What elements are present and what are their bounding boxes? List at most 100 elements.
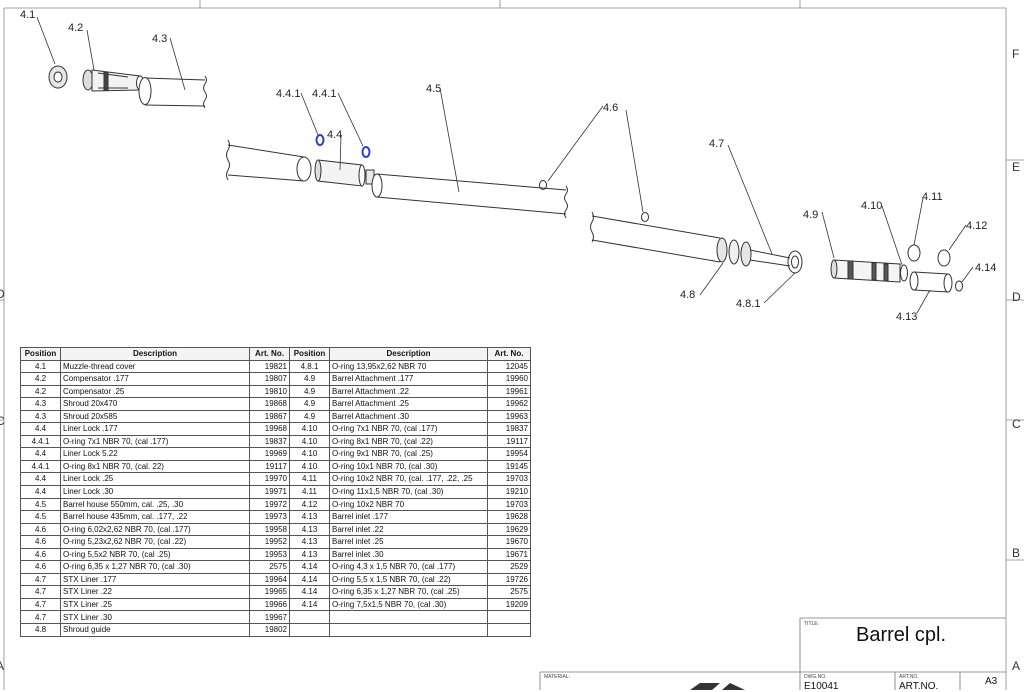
cell-art-no: 19726 — [487, 572, 531, 587]
callout-4-1: 4.1 — [20, 9, 35, 21]
part-o-ring-4-14 — [955, 280, 963, 292]
zone-label-f: F — [1012, 47, 1019, 61]
cell-description: STX Liner .22 — [60, 585, 250, 599]
dwg-no-value: E10041 — [804, 681, 839, 692]
callout-4-8: 4.8 — [680, 289, 695, 301]
cell-art-no: 19703 — [487, 497, 531, 512]
cell-description: Liner Lock .177 — [60, 422, 250, 436]
cell-art-no: 19117 — [249, 459, 290, 474]
cell-position: 4.13 — [289, 547, 330, 562]
callout-4-10: 4.10 — [861, 200, 882, 212]
zone-label-d: D — [1012, 290, 1021, 304]
cell-art-no: 19867 — [249, 409, 290, 424]
part-barrel-house — [371, 173, 568, 219]
cell-art-no: 19210 — [487, 485, 531, 499]
cell-description: Barrel Attachment .30 — [329, 409, 488, 424]
cell-art-no: 19868 — [249, 397, 290, 411]
cell-art-no: 19837 — [249, 434, 290, 449]
cell-description: O-ring 7x1 NBR 70, (cal .177) — [60, 434, 250, 449]
header-position-2: Position — [289, 347, 330, 361]
callout-4-11: 4.11 — [922, 191, 943, 203]
header-art-no: Art. No. — [249, 347, 290, 361]
cell-description: O-ring 6,35 x 1,27 NBR 70, (cal .25) — [329, 585, 488, 599]
zone-label-b: B — [1012, 546, 1020, 560]
cell-position: 4.8.1 — [289, 359, 330, 374]
cell-art-no: 19628 — [487, 510, 531, 524]
cell-description: Barrel inlet .177 — [329, 510, 488, 524]
cell-position: 4.4 — [20, 447, 61, 461]
cell-art-no — [487, 610, 531, 625]
cell-art-no: 19117 — [487, 434, 531, 449]
cell-description: Barrel Attachment .177 — [329, 372, 488, 386]
part-barrel-section — [590, 211, 721, 263]
cell-position: 4.11 — [289, 485, 330, 499]
cell-position: 4.6 — [20, 547, 61, 562]
cell-position: 4.4 — [20, 485, 61, 499]
cell-position: 4.12 — [289, 497, 330, 512]
part-o-ring-4-6-a — [539, 180, 547, 190]
dwg-no-label: DWG.NO. — [804, 674, 827, 680]
zone-label-a: A — [1012, 659, 1020, 673]
zone-label-e: E — [1012, 160, 1020, 174]
cell-art-no — [487, 623, 531, 637]
callout-4-12: 4.12 — [966, 220, 987, 232]
cell-art-no: 19671 — [487, 547, 531, 562]
cell-description: O-ring 5,5x2 NBR 70, (cal .25) — [60, 547, 250, 562]
cell-art-no: 19967 — [249, 610, 290, 625]
cell-position: 4.10 — [289, 434, 330, 449]
callout-4-8-1: 4.8.1 — [736, 298, 760, 310]
part-o-ring-4-8-1 — [787, 250, 803, 274]
callout-4-7: 4.7 — [709, 138, 724, 150]
cell-position: 4.6 — [20, 535, 61, 549]
cell-description: O-ring 11x1,5 NBR 70, (cal .30) — [329, 485, 488, 499]
callout-4-3: 4.3 — [152, 33, 167, 45]
zone-label-left-c: C — [0, 414, 5, 428]
cell-art-no: 19145 — [487, 459, 531, 474]
cell-position: 4.4.1 — [20, 459, 61, 474]
cell-position: 4.9 — [289, 384, 330, 399]
cell-description: Barrel Attachment .22 — [329, 384, 488, 399]
cell-position: 4.7 — [20, 572, 61, 587]
cell-position: 4.10 — [289, 422, 330, 436]
callout-4-4-1-b: 4.4.1 — [312, 88, 336, 100]
cell-art-no: 19961 — [487, 384, 531, 399]
part-o-ring-4-4-1-b — [361, 146, 371, 158]
cell-position: 4.14 — [289, 560, 330, 574]
cell-description: Shroud 20x470 — [60, 397, 250, 411]
header-description-2: Description — [329, 347, 488, 361]
cell-description: Compensator .177 — [60, 372, 250, 386]
cell-description — [329, 610, 488, 625]
callout-4-9: 4.9 — [803, 209, 818, 221]
cell-description: Barrel Attachment .25 — [329, 397, 488, 411]
cell-position: 4.14 — [289, 572, 330, 587]
cell-art-no: 12045 — [487, 359, 531, 374]
header-art-no-2: Art. No. — [487, 347, 531, 361]
cell-art-no: 19965 — [249, 585, 290, 599]
cell-art-no: 2575 — [249, 560, 290, 574]
art-no-label: ART.NO. — [899, 674, 919, 680]
cell-description: O-ring 10x2 NBR 70, (cal. .177, .22, .25 — [329, 472, 488, 486]
cell-description: O-ring 6,02x2,62 NBR 70, (cal .177) — [60, 522, 250, 537]
cell-description: O-ring 7x1 NBR 70, (cal .177) — [329, 422, 488, 436]
cell-position: 4.10 — [289, 447, 330, 461]
cell-description: Shroud guide — [60, 623, 250, 637]
cell-description: STX Liner .30 — [60, 610, 250, 625]
cell-description: Muzzle-thread cover — [60, 359, 250, 374]
cell-position: 4.1 — [20, 359, 61, 374]
cell-description: O-ring 5,23x2,62 NBR 70, (cal .22) — [60, 535, 250, 549]
cell-description: O-ring 5,5 x 1,5 NBR 70, (cal .22) — [329, 572, 488, 587]
cell-art-no: 19968 — [249, 422, 290, 436]
drawing-title: Barrel cpl. — [856, 624, 947, 646]
cell-position: 4.13 — [289, 522, 330, 537]
cell-art-no: 19807 — [249, 372, 290, 386]
cell-position: 4.4 — [20, 422, 61, 436]
